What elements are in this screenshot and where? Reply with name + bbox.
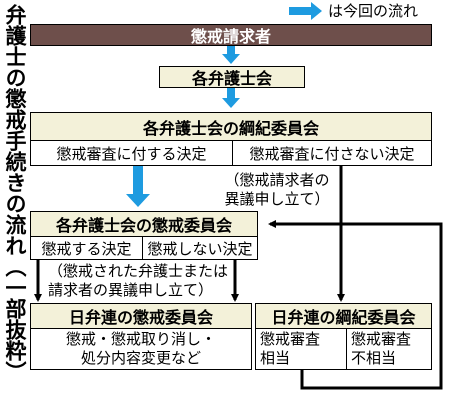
blue-arrow-1	[222, 44, 240, 64]
node-jfba-discipline: 日弁連の懲戒委員会	[30, 303, 252, 329]
node-inappropriate: 懲戒審査 不相当	[346, 328, 432, 370]
legend-arrow-icon	[289, 2, 322, 20]
node-no-discipline: 懲戒しない決定	[142, 236, 258, 260]
node-discipline: 懲戒する決定	[30, 236, 143, 260]
node-appropriate: 懲戒審査 相当	[255, 328, 347, 370]
note-appeal-1: （懲戒請求者の 異議申し立て）	[224, 171, 330, 208]
node-bar-assoc: 各弁護士会	[159, 66, 305, 88]
legend-label: は今回の流れ	[328, 2, 419, 20]
arrow-loop-back	[268, 220, 443, 390]
node-jfba-outcome: 懲戒・懲戒取り消し・ 処分内容変更など	[30, 328, 252, 370]
node-not-refer: 懲戒審査に付さない決定	[232, 140, 432, 166]
node-bar-ethics: 各弁護士会の綱紀委員会	[30, 112, 432, 141]
blue-arrow-3	[126, 166, 150, 207]
blue-arrow-2	[222, 86, 240, 108]
node-request: 懲戒請求者	[30, 24, 432, 46]
node-bar-discipline: 各弁護士会の懲戒委員会	[30, 211, 258, 237]
note-appeal-2: （懲戒された弁護士または 請求者の異議申し立て）	[48, 262, 229, 299]
node-refer: 懲戒審査に付する決定	[30, 140, 233, 166]
diagram-title: 弁護士の懲戒手続きの流れ（一部抜粋）	[3, 4, 27, 382]
node-jfba-ethics: 日弁連の綱紀委員会	[255, 303, 432, 329]
